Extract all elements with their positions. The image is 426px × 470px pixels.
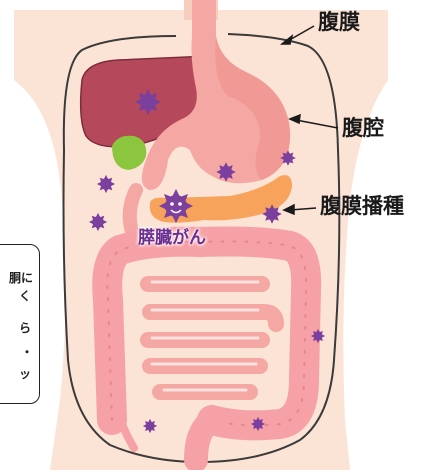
side-note-text: く (19, 287, 31, 304)
label-pancreatic-cancer: 膵臓がん (138, 230, 206, 247)
label-peritoneal-dissemination: 腹膜播種 (320, 196, 404, 217)
side-note-text: ・ (21, 343, 33, 360)
pancreatic-cancer-mascot (159, 189, 193, 223)
side-note-text: ら (19, 319, 31, 336)
label-peritoneal-cavity: 腹腔 (342, 118, 384, 139)
side-note-text: 胴に (9, 269, 33, 286)
label-peritoneum: 腹膜 (318, 12, 360, 33)
side-note-box: 胴に く ら ・ ッ (0, 244, 40, 404)
side-note-text: ッ (19, 365, 31, 382)
